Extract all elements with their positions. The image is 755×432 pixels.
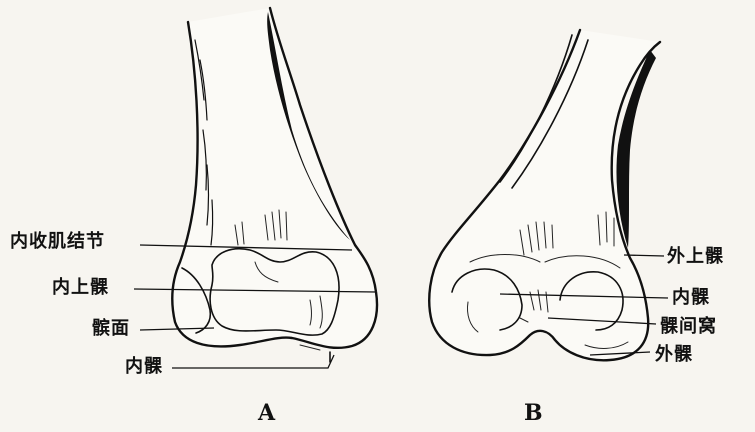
femur-posterior-view [429,30,660,360]
label-patellar-surface: 髌面 [92,317,130,339]
label-medial-epicondyle-a: 内上髁 [52,276,109,298]
label-adductor-tubercle: 内收肌结节 [10,230,105,252]
panel-label-a: A [257,400,276,426]
femur-anterior-view [172,8,377,362]
label-intercondylar-fossa: 髁间窝 [660,315,717,337]
label-medial-condyle-a: 内髁 [125,355,163,377]
label-medial-condyle-b: 内髁 [672,286,710,308]
label-lateral-epicondyle: 外上髁 [667,245,724,267]
label-lateral-condyle-b: 外髁 [655,343,693,365]
panel-label-b: B [524,400,543,426]
